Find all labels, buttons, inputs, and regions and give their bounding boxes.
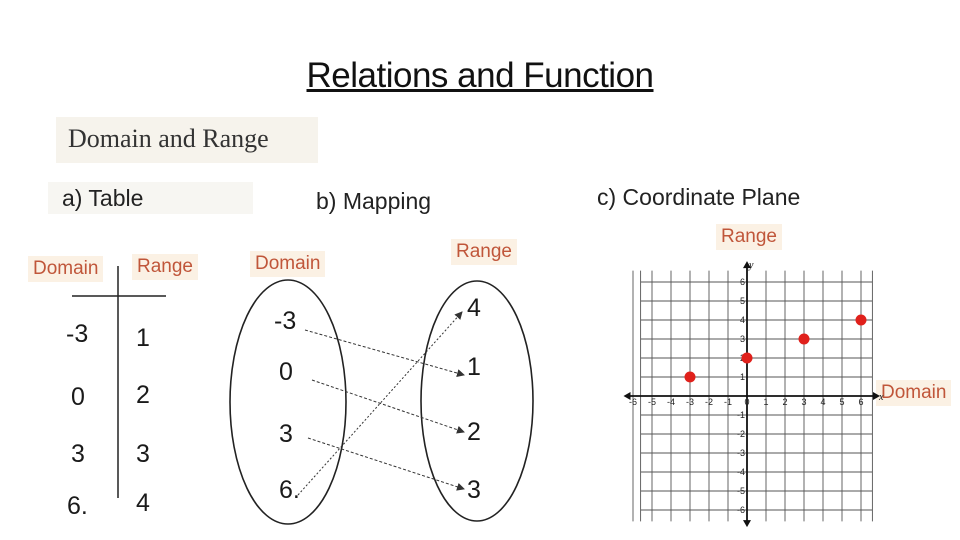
x-tick-label: 1 — [763, 397, 768, 407]
x-tick-label: -5 — [648, 397, 656, 407]
plot-point — [741, 352, 753, 364]
mapping-range-value: 2 — [467, 418, 481, 446]
x-axis-arrow — [873, 392, 880, 400]
mapping-domain-value: 0 — [279, 358, 293, 386]
y-tick-label: -1 — [737, 410, 745, 420]
mapping-range-value: 1 — [467, 353, 481, 381]
x-tick-label: -6 — [629, 397, 637, 407]
mapping-domain-label: Domain — [250, 251, 326, 277]
mapping-arrow — [311, 379, 465, 434]
mapping-range-value: 4 — [467, 294, 481, 322]
x-tick-label: 6 — [858, 397, 863, 407]
y-tick-label: -4 — [737, 467, 745, 477]
y-tick-label: 1 — [740, 372, 745, 382]
mapping-arrow — [297, 311, 463, 496]
plane-heading: c) Coordinate Plane — [597, 184, 801, 210]
x-axis-letter: x — [878, 392, 884, 403]
mapping-range-value: 3 — [467, 476, 481, 504]
y-tick-label: 6 — [740, 277, 745, 287]
mapping-domain-value: 6. — [279, 476, 300, 504]
mapping-arrow — [307, 437, 465, 491]
table-domain-cell: 6. — [67, 492, 88, 520]
mapping-domain-value: -3 — [274, 307, 297, 335]
table-domain-cell: 3 — [71, 440, 85, 468]
table-range-label: Range — [132, 254, 198, 280]
plane-range-tag: Range — [716, 224, 782, 250]
y-tick-label: -5 — [737, 486, 745, 496]
plot-point — [798, 333, 810, 345]
mapping-arrow — [304, 329, 465, 377]
y-axis-arrow — [743, 520, 751, 528]
table-domain-cell: -3 — [66, 320, 89, 348]
x-tick-label: -4 — [667, 397, 675, 407]
y-tick-label: 5 — [740, 296, 745, 306]
x-tick-label: -3 — [686, 397, 694, 407]
table-range-cell: 4 — [136, 489, 150, 517]
y-tick-label: -6 — [737, 505, 745, 515]
subtitle-banner — [56, 117, 318, 163]
table-heading: a) Table — [62, 185, 144, 211]
x-tick-label: 4 — [820, 397, 825, 407]
y-tick-label: 3 — [740, 334, 745, 344]
table-heading-background — [48, 182, 253, 214]
range-oval — [420, 280, 534, 522]
table-range-cell: 3 — [136, 440, 150, 468]
domain-oval — [229, 279, 347, 525]
x-axis-arrow — [623, 392, 631, 400]
y-axis-arrow — [743, 261, 751, 269]
mapping-range-label: Range — [451, 239, 517, 265]
x-tick-label: 2 — [782, 397, 787, 407]
x-tick-label: -1 — [724, 397, 732, 407]
x-tick-label: -2 — [705, 397, 713, 407]
x-tick-label: 3 — [801, 397, 806, 407]
y-axis-letter: y — [748, 260, 754, 271]
page-title: Relations and Function — [306, 56, 655, 95]
table-domain-cell: 0 — [71, 383, 85, 411]
table-range-cell: 1 — [136, 324, 150, 352]
plane-domain-tag: Domain — [876, 380, 952, 406]
x-tick-label: 0 — [744, 397, 749, 407]
plot-point — [855, 314, 867, 326]
mapping-domain-value: 3 — [279, 420, 293, 448]
x-tick-label: 5 — [839, 397, 844, 407]
y-tick-label: 4 — [740, 315, 745, 325]
y-tick-label: -2 — [737, 429, 745, 439]
table-range-cell: 2 — [136, 381, 150, 409]
subtitle: Domain and Range — [68, 124, 269, 153]
table-domain-label: Domain — [28, 256, 104, 282]
plot-point — [684, 371, 696, 383]
mapping-heading: b) Mapping — [316, 188, 432, 214]
y-tick-label: -3 — [737, 448, 745, 458]
